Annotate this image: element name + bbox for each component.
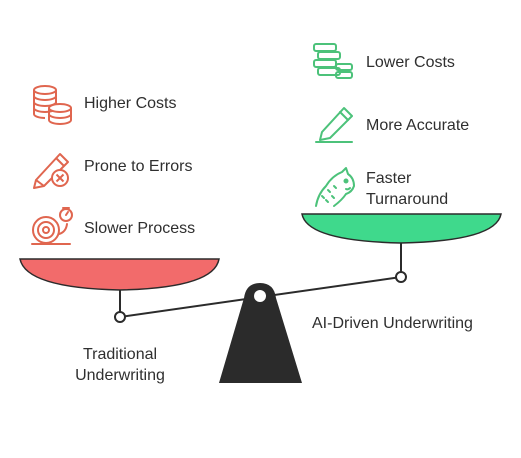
coins-stack-icon (33, 85, 72, 125)
item-label-higher-costs: Higher Costs (84, 95, 177, 112)
snail-icon (31, 207, 73, 245)
money-stack-icon (313, 43, 353, 79)
item-label-slower-process: Slower Process (84, 220, 196, 237)
pencil-accurate-icon (315, 107, 353, 143)
ai-driven-pan (301, 213, 502, 244)
left-hinge (114, 311, 126, 323)
cheetah-icon (315, 167, 355, 207)
fulcrum (219, 283, 302, 383)
item-label-prone-to-errors: Prone to Errors (84, 158, 193, 175)
item-label-more-accurate: More Accurate (366, 117, 470, 134)
item-label-faster-turnaround: Faster Turnaround (366, 170, 449, 208)
ai-driven-underwriting-label: AI-Driven Underwriting (312, 315, 473, 332)
right-hinge (395, 271, 407, 283)
traditional-underwriting-label: Traditional Underwriting (75, 346, 165, 384)
item-label-lower-costs: Lower Costs (366, 54, 455, 71)
fulcrum-pivot (254, 290, 266, 302)
traditional-pan (19, 258, 220, 291)
pencil-error-icon (33, 153, 69, 189)
